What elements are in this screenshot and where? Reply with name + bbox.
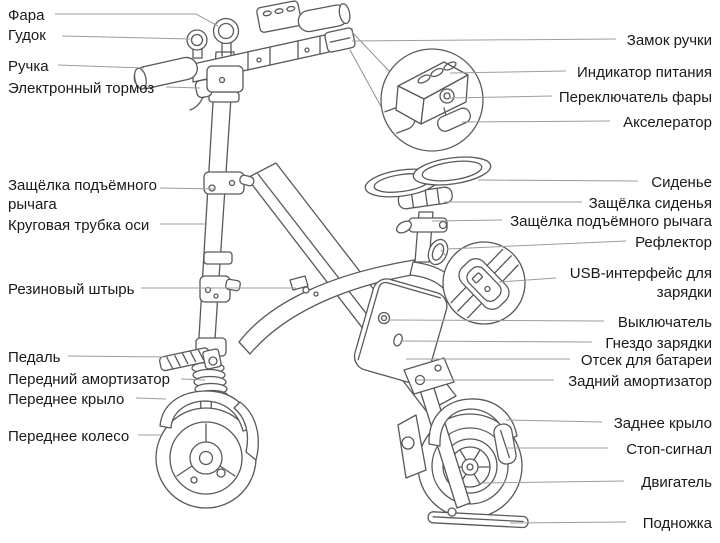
pedal [158, 347, 222, 372]
part-label: Электронный тормоз [8, 80, 155, 97]
part-label: Индикатор питания [577, 64, 712, 81]
part-label: Замок ручки [626, 32, 712, 49]
rear-fender [428, 398, 518, 465]
part-label: Защёлка подъёмного рычага [510, 213, 712, 230]
rubber-pin [289, 275, 309, 291]
part-label: Фара [8, 7, 45, 24]
part-label: Задний амортизатор [568, 373, 712, 390]
part-label: Переднее крыло [8, 391, 125, 408]
kickstand [427, 507, 529, 529]
power-indicator-lights [417, 61, 457, 84]
stem-clamp [206, 65, 244, 93]
part-label: Переднее колесо [8, 428, 130, 445]
part-label: Отсек для батареи [580, 352, 712, 369]
headlight [212, 17, 240, 57]
part-label: Переключатель фары [558, 89, 712, 106]
magnifier-circle-controls [380, 48, 484, 152]
handle-lock [324, 27, 356, 53]
part-label: Педаль [8, 349, 61, 366]
magnifier-circle-usb [442, 241, 526, 325]
part-label: Рефлектор [635, 234, 712, 251]
accelerator-lever [436, 107, 471, 132]
part-label: Подножка [642, 515, 712, 532]
part-label: Сиденье [651, 174, 712, 191]
part-label: Акселератор [623, 114, 712, 131]
seat-assembly [364, 156, 492, 263]
power-switch [377, 311, 391, 325]
rear-shock [403, 357, 455, 395]
part-label: Гудок [8, 27, 46, 44]
part-label: USB-интерфейс для зарядки [569, 265, 712, 301]
seat-pad [412, 156, 492, 186]
left-grip [133, 56, 198, 90]
part-label: Резиновый штырь [8, 281, 135, 298]
battery-box [353, 278, 448, 385]
front-fender [159, 390, 259, 461]
part-label: Стоп-сигнал [626, 441, 712, 458]
part-label: Ручка [8, 58, 49, 75]
part-label: Защёлка сиденья [588, 195, 712, 212]
throttle-unit-small [256, 0, 303, 33]
part-label: Двигатель [641, 474, 712, 491]
part-label: Заднее крыло [613, 415, 712, 432]
right-grip [297, 3, 351, 33]
usb-port-panel [458, 258, 510, 310]
horn-bell [186, 29, 208, 59]
reflector [427, 238, 449, 266]
part-label: Выключатель [617, 314, 712, 331]
part-label: Гнездо зарядки [605, 335, 712, 352]
part-label: Круговая трубка оси [8, 217, 150, 234]
headlight-switch-button [439, 88, 455, 104]
front-wheel [155, 407, 257, 509]
part-label: Передний амортизатор [8, 371, 170, 388]
part-label: Защёлка подъёмного рычага [8, 177, 157, 213]
stop-light [493, 423, 517, 465]
handlebar [133, 0, 356, 111]
